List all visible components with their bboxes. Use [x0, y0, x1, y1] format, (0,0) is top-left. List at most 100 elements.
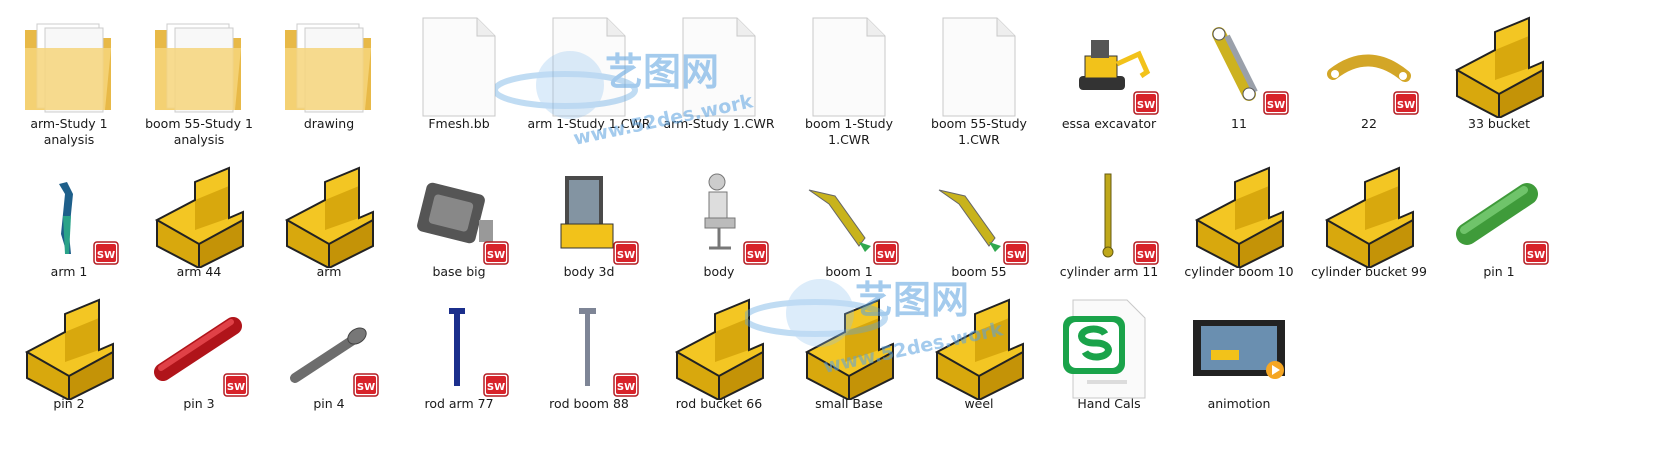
video-file-icon — [1189, 296, 1289, 400]
smath-document-icon — [1059, 296, 1159, 400]
file-item-label: rod bucket 66 — [675, 396, 763, 411]
file-item[interactable]: pin 2 — [4, 290, 134, 440]
file-item[interactable]: drawing — [264, 8, 394, 158]
generic-part-icon — [1319, 164, 1419, 268]
solidworks-badge-icon: SW — [1522, 240, 1550, 266]
file-item[interactable]: cylinder boom 10 — [1174, 158, 1304, 308]
generic-part-icon — [669, 296, 769, 400]
file-item-label: pin 4 — [313, 396, 345, 411]
blank-file-icon — [799, 14, 899, 118]
generic-part-icon — [1189, 164, 1289, 268]
file-item[interactable]: arm 1-Study 1.CWR — [524, 8, 654, 158]
file-item-label: body 3d — [563, 264, 615, 279]
generic-part-icon — [149, 164, 249, 268]
blank-file-icon — [669, 14, 769, 118]
file-item-label: animotion — [1207, 396, 1271, 411]
file-item[interactable]: small Base — [784, 290, 914, 440]
solidworks-badge-icon: SW — [1002, 240, 1030, 266]
file-item[interactable]: animotion — [1174, 290, 1304, 440]
file-item-label: boom 55-Study 1 analysis — [145, 116, 253, 147]
svg-text:SW: SW — [1137, 250, 1155, 261]
file-item-label: Hand Cals — [1077, 396, 1141, 411]
generic-part-icon — [929, 296, 1029, 400]
file-item[interactable]: boom 55-Study 1.CWR — [914, 8, 1044, 158]
solidworks-badge-icon: SW — [1262, 90, 1290, 116]
file-item-label: 33 bucket — [1468, 116, 1530, 131]
svg-text:SW: SW — [357, 382, 375, 393]
file-item-label: arm 44 — [176, 264, 222, 279]
file-item-label: essa excavator — [1061, 116, 1157, 131]
file-item[interactable]: arm 44 — [134, 158, 264, 308]
file-item-label: weel — [964, 396, 994, 411]
boom-part-icon — [799, 164, 899, 268]
file-item-label: cylinder bucket 99 — [1311, 264, 1427, 279]
file-item-label: 22 — [1361, 116, 1377, 131]
file-item[interactable]: rod bucket 66 — [654, 290, 784, 440]
file-item[interactable]: SW cylinder arm 11 — [1044, 158, 1174, 308]
file-item[interactable]: cylinder bucket 99 — [1304, 158, 1434, 308]
file-item[interactable]: boom 1-Study 1.CWR — [784, 8, 914, 158]
excavator-assembly-icon — [1059, 14, 1159, 118]
file-item[interactable]: arm — [264, 158, 394, 308]
file-item[interactable]: SW pin 4 — [264, 290, 394, 440]
link-part-icon — [1189, 14, 1289, 118]
file-item-label: arm — [316, 264, 342, 279]
file-item[interactable]: Hand Cals — [1044, 290, 1174, 440]
file-item-label: cylinder arm 11 — [1059, 264, 1159, 279]
file-item-label: body — [703, 264, 735, 279]
svg-text:SW: SW — [487, 382, 505, 393]
file-item[interactable]: arm-Study 1 analysis — [4, 8, 134, 158]
file-item-label: base big — [432, 264, 486, 279]
file-item-label: small Base — [815, 396, 883, 411]
solidworks-badge-icon: SW — [1132, 90, 1160, 116]
blue-rod-icon — [409, 296, 509, 400]
blank-file-icon — [409, 14, 509, 118]
svg-text:SW: SW — [877, 250, 895, 261]
file-item[interactable]: SW boom 1 — [784, 158, 914, 308]
file-item-label: pin 3 — [183, 396, 215, 411]
solidworks-badge-icon: SW — [482, 372, 510, 398]
file-item[interactable]: 33 bucket — [1434, 8, 1564, 158]
file-item-label: arm 1-Study 1.CWR — [527, 116, 651, 131]
green-pin-icon — [1449, 164, 1549, 268]
svg-text:SW: SW — [617, 250, 635, 261]
boom-part-icon — [929, 164, 1029, 268]
file-item-label: boom 1 — [825, 264, 873, 279]
file-item-label: boom 1-Study 1.CWR — [805, 116, 893, 147]
file-item[interactable]: SW rod arm 77 — [394, 290, 524, 440]
file-item-label: 11 — [1231, 116, 1247, 131]
file-item-label: rod arm 77 — [424, 396, 494, 411]
red-pin-icon — [149, 296, 249, 400]
generic-part-icon — [1449, 14, 1549, 118]
generic-part-icon — [19, 296, 119, 400]
svg-text:SW: SW — [747, 250, 765, 261]
file-item[interactable]: weel — [914, 290, 1044, 440]
blank-file-icon — [929, 14, 1029, 118]
folder-icon — [149, 14, 249, 118]
file-item-label: arm-Study 1.CWR — [663, 116, 775, 131]
solidworks-badge-icon: SW — [612, 372, 640, 398]
file-item[interactable]: SW 11 — [1174, 8, 1304, 158]
cylinder-rod-icon — [1059, 164, 1159, 268]
file-item[interactable]: boom 55-Study 1 analysis — [134, 8, 264, 158]
folder-icon — [19, 14, 119, 118]
solidworks-badge-icon: SW — [482, 240, 510, 266]
file-item[interactable]: arm-Study 1.CWR — [654, 8, 784, 158]
cab-part-icon — [539, 164, 639, 268]
solidworks-badge-icon: SW — [1392, 90, 1420, 116]
file-item[interactable]: SW body — [654, 158, 784, 308]
file-item[interactable]: Fmesh.bb — [394, 8, 524, 158]
file-item[interactable]: SW 22 — [1304, 8, 1434, 158]
file-item-label: cylinder boom 10 — [1184, 264, 1294, 279]
solidworks-badge-icon: SW — [872, 240, 900, 266]
svg-text:SW: SW — [1007, 250, 1025, 261]
svg-text:SW: SW — [1397, 100, 1415, 111]
